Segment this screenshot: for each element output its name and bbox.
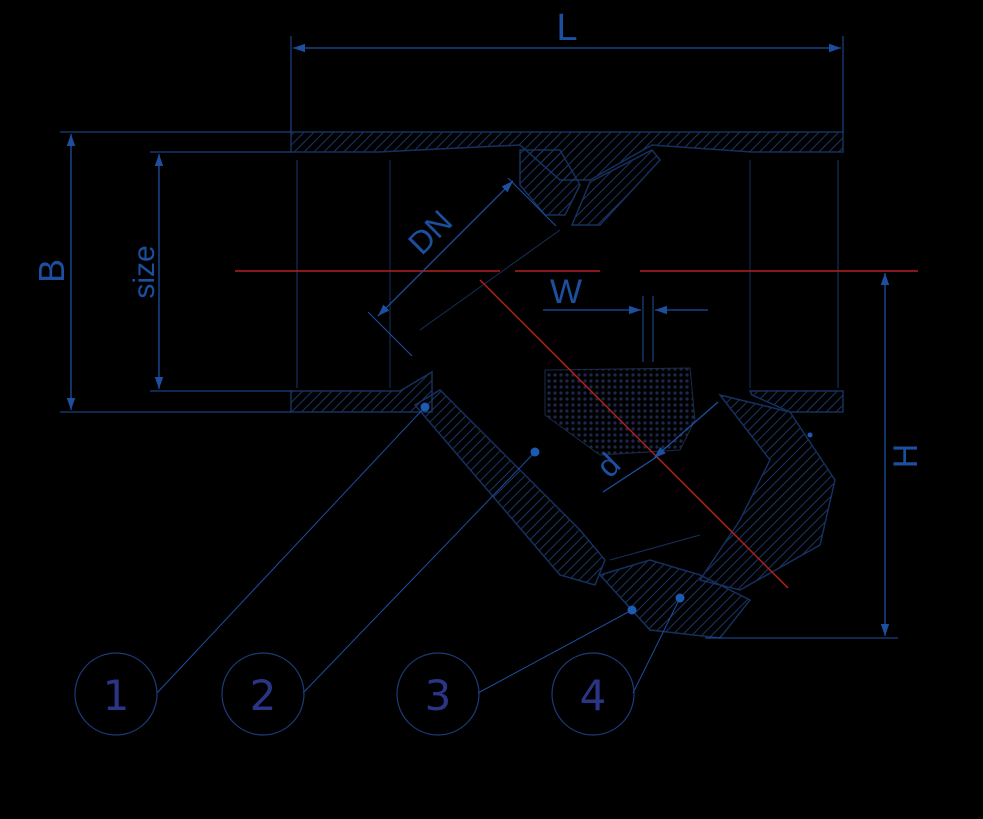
housing-side-line [609,534,701,561]
diagonal-centerline [479,279,789,589]
top-wall-hatch [290,131,844,181]
drain-dot [807,432,813,438]
callout-2: 2 [221,652,305,736]
callouts: 1 2 3 4 [74,652,635,736]
dimension-screen-gap: W [543,273,708,362]
callout-circle-3 [396,652,480,736]
length-label: L [556,7,577,49]
screen-housing-hatch [413,389,606,586]
callout-3: 3 [396,652,480,736]
partition-right-hatch [570,149,661,226]
dimension-size: size [128,151,291,392]
bottom-left-wall-hatch [290,370,433,413]
callout-number-1: 1 [103,671,130,720]
width-label: B [31,259,72,283]
callout-4: 4 [551,652,635,736]
leader-dot-1 [420,402,430,412]
callout-1: 1 [74,652,158,736]
d-dimension-line [602,455,659,493]
height-label: H [887,444,925,469]
partition-hatch [519,149,581,216]
leader-line-1 [156,406,426,694]
d-dimension-arrow [653,401,719,459]
size-label: size [128,245,161,298]
leaders [156,402,813,694]
leader-dot-4 [675,593,685,603]
cap-hatch [598,559,752,639]
callout-circle-1 [74,652,158,736]
dimension-nominal-diameter: DN [367,177,557,357]
leader-line-3 [477,609,633,694]
dimension-width: B [31,131,291,413]
leader-dot-2 [530,447,540,457]
dimension-length: L [290,7,844,132]
callout-circle-4 [551,652,635,736]
leader-dot-3 [627,605,637,615]
dn-extension-bottom [367,311,413,357]
leader-line-4 [632,597,681,694]
valve-body [290,131,844,639]
screen-mesh [544,367,696,456]
callout-circle-2 [221,652,305,736]
dn-extension-top [507,177,557,227]
bottom-right-wall-hatch [748,390,844,413]
dimension-height: H [705,273,925,639]
callout-number-2: 2 [250,671,277,720]
dn-dimension-line [377,180,514,317]
dn-label: DN [401,203,459,261]
leader-line-2 [302,451,536,694]
w-label: W [550,273,582,311]
callout-number-4: 4 [580,671,607,720]
screen-housing-right-hatch [698,393,836,591]
callout-number-3: 3 [425,671,452,720]
